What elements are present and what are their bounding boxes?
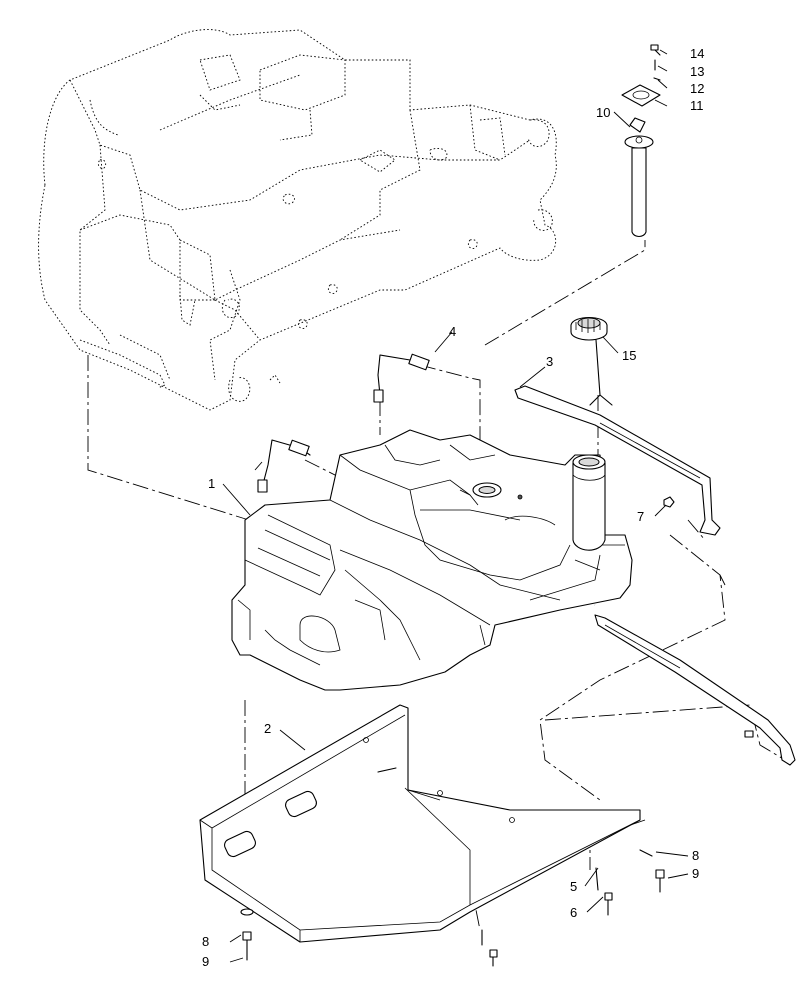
callout-12: 12: [690, 81, 704, 96]
callout-5: 5: [570, 879, 577, 894]
callout-14: 14: [690, 46, 704, 61]
callout-11: 11: [690, 98, 704, 113]
callout-13: 13: [690, 64, 704, 79]
callout-2: 2: [264, 721, 271, 736]
callout-3: 3: [546, 354, 553, 369]
machine-frame: [38, 29, 557, 411]
callout-10: 10: [596, 105, 610, 120]
filler-cap: [570, 316, 613, 406]
callout-7: 7: [637, 509, 644, 524]
callout-6: 6: [570, 905, 577, 920]
callout-4: 4: [449, 324, 456, 339]
callout-9-left: 9: [202, 954, 209, 969]
guard-plate: [199, 704, 641, 943]
fuel-tank: [231, 429, 633, 691]
nut-7: [663, 496, 675, 508]
callout-8-left: 8: [202, 934, 209, 949]
sender-hardware: [650, 44, 661, 81]
callout-8-right: 8: [692, 848, 699, 863]
callout-15: 15: [622, 348, 636, 363]
callout-labels: 1 2 3 4 5 6 7 8 8 9 9 10 11 12 13 14 15: [202, 46, 704, 969]
fasteners: [240, 849, 665, 967]
callout-1: 1: [208, 476, 215, 491]
callout-9-right: 9: [692, 866, 699, 881]
tank-strap-lower: [594, 614, 796, 766]
fuel-sender: [624, 117, 654, 238]
wiring-harness: [257, 353, 430, 493]
sender-gasket: [621, 84, 661, 107]
tank-strap-upper: [514, 385, 721, 536]
leader-lines: [222, 49, 689, 963]
